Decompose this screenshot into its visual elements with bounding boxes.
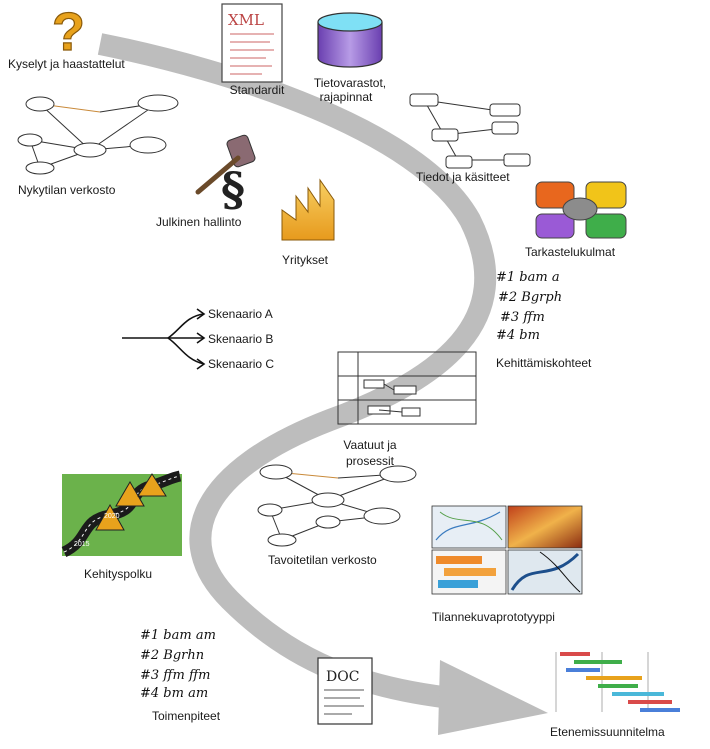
label-skenaario-a: Skenaario A bbox=[208, 307, 273, 321]
list-item: #2 Bgrph bbox=[498, 290, 563, 305]
scenarios-arrow-icon bbox=[122, 308, 206, 370]
label-vaatimukset-1: Vaatuut ja bbox=[343, 438, 397, 452]
paragraph-icon: § bbox=[221, 162, 245, 216]
label-tietovarastot: Tietovarastot, bbox=[313, 76, 387, 90]
label-kehityspolku: Kehityspolku bbox=[84, 567, 153, 581]
label-julkinen: Julkinen hallinto bbox=[156, 215, 242, 229]
current-network-sketch bbox=[17, 94, 179, 175]
data-concepts-sketch bbox=[409, 93, 531, 169]
list-item: #3 ffm bbox=[500, 310, 545, 325]
label-tiedot: Tiedot ja käsitteet bbox=[416, 170, 510, 184]
process-path-arrow bbox=[97, 33, 548, 735]
list-item: #1 bam a bbox=[496, 270, 560, 285]
label-etenemis: Etenemissuunnitelma bbox=[550, 725, 665, 739]
list-item: #4 bm am bbox=[140, 686, 209, 701]
svg-text:2020: 2020 bbox=[104, 513, 120, 520]
list-item: #2 Bgrhn bbox=[140, 648, 205, 663]
label-skenaario-c: Skenaario C bbox=[208, 357, 275, 371]
label-rajapinnat: rajapinnat bbox=[319, 90, 373, 104]
label-vaatimukset-2: prosessit bbox=[345, 454, 395, 468]
label-standardit: Standardit bbox=[229, 83, 285, 97]
list-item: #4 bm bbox=[496, 328, 540, 343]
label-toimenpiteet: Toimenpiteet bbox=[152, 709, 221, 723]
svg-text:DOC: DOC bbox=[326, 669, 359, 685]
perspectives-icon bbox=[535, 181, 627, 239]
label-skenaario-b: Skenaario B bbox=[208, 332, 274, 346]
standards-document-icon: XML bbox=[221, 3, 283, 83]
prototype-collage-image bbox=[431, 505, 583, 595]
factory-icon bbox=[281, 178, 335, 241]
label-tavoitetila: Tavoitetilan verkosto bbox=[268, 553, 377, 567]
gavel-icon bbox=[195, 134, 256, 195]
label-tarkastelu: Tarkastelukulmat bbox=[525, 245, 616, 259]
list-item: #1 bam am bbox=[140, 628, 216, 643]
svg-text:XML: XML bbox=[228, 11, 264, 29]
label-tilannekuva: Tilannekuvaprototyyppi bbox=[432, 610, 555, 624]
development-path-image: 2015 2020 bbox=[61, 470, 182, 557]
svg-text:2015: 2015 bbox=[74, 541, 90, 548]
process-table-sketch bbox=[337, 351, 477, 425]
target-network-sketch bbox=[257, 464, 417, 547]
gantt-plan-image bbox=[555, 652, 680, 712]
label-kehittamis: Kehittämiskohteet bbox=[496, 356, 592, 370]
database-icon bbox=[317, 12, 383, 68]
question-mark-icon: ? bbox=[52, 2, 85, 62]
label-kyselyt: Kyselyt ja haastattelut bbox=[8, 57, 125, 71]
list-item: #3 ffm ffm bbox=[140, 668, 211, 683]
label-yritykset: Yritykset bbox=[282, 253, 329, 267]
label-nykytila: Nykytilan verkosto bbox=[18, 183, 116, 197]
doc-document-icon: DOC bbox=[317, 657, 373, 725]
